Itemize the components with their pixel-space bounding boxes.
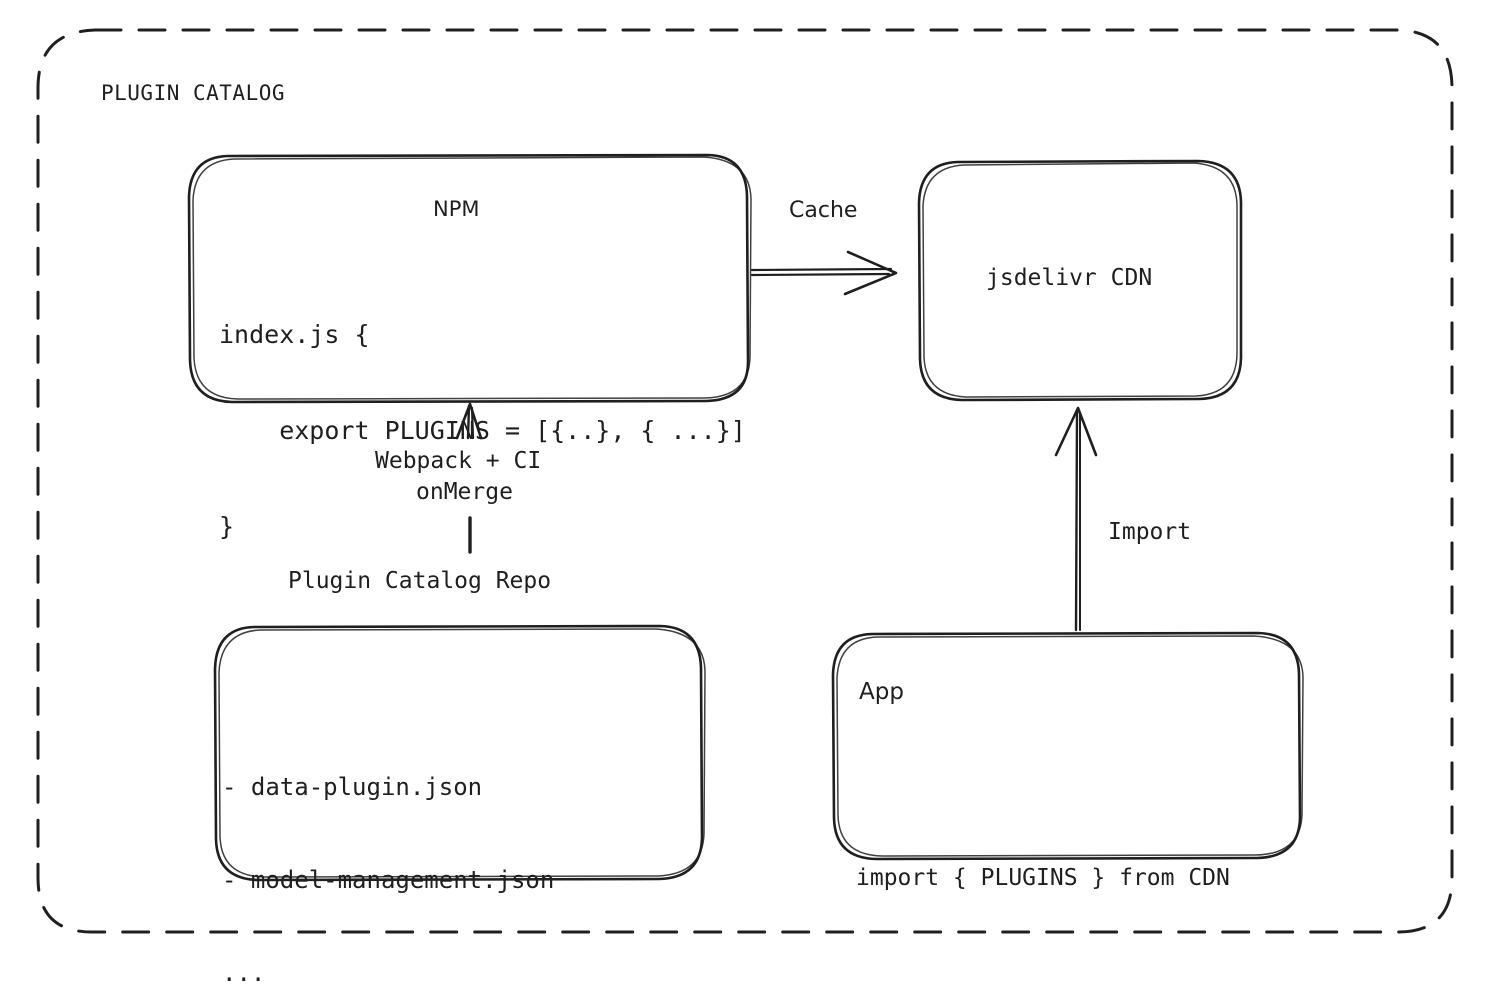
npm-code-block: index.js { export PLUGINS = [{..}, { ...…: [219, 255, 746, 607]
npm-code-line: }: [219, 512, 235, 541]
app-code-line: import { PLUGINS } from CDN: [856, 865, 1230, 891]
edge-label-cache: Cache: [789, 198, 858, 223]
repo-box-border-overstroke: [218, 628, 706, 878]
npm-box-border-overstroke: [192, 156, 752, 400]
npm-node-title: NPM: [433, 197, 480, 221]
edge-label-import: Import: [1108, 519, 1192, 545]
arrow-npm-to-cdn-shaft: [750, 267, 893, 272]
cdn-box-border: [917, 159, 1243, 402]
group-container-border: [36, 28, 1454, 934]
edge-label-webpack-ci: Webpack + CI: [375, 448, 542, 474]
arrow-repo-to-npm-head: [455, 402, 483, 440]
npm-code-line: export PLUGINS = [{..}, { ...}]: [219, 416, 746, 445]
edge-label-onmerge: onMerge: [416, 479, 513, 505]
app-node-title: App: [859, 679, 904, 705]
repo-node-caption: Plugin Catalog Repo: [288, 568, 552, 594]
repo-file-list: - data-plugin.json - model-management.js…: [222, 710, 554, 1002]
app-box-border-overstroke: [836, 635, 1304, 857]
repo-file-item: - data-plugin.json: [222, 773, 483, 801]
arrow-repo-to-npm-shaft-upper: [466, 404, 471, 440]
arrow-app-to-cdn-shaft: [1074, 410, 1079, 632]
repo-file-item: ...: [222, 959, 266, 987]
cdn-box-border-overstroke: [922, 162, 1238, 398]
cdn-node-title: jsdelivr CDN: [986, 265, 1153, 291]
app-code-block: import { PLUGINS } from CDN PLUGINS.forE…: [856, 738, 1230, 1002]
arrow-app-to-cdn-head: [1054, 406, 1098, 457]
npm-code-line: index.js {: [219, 320, 370, 349]
arrow-npm-to-cdn-shaft-2: [750, 272, 891, 277]
group-title: PLUGIN CATALOG: [101, 81, 286, 105]
repo-file-item: - model-management.json: [222, 866, 555, 894]
arrow-npm-to-cdn-head: [843, 250, 898, 296]
